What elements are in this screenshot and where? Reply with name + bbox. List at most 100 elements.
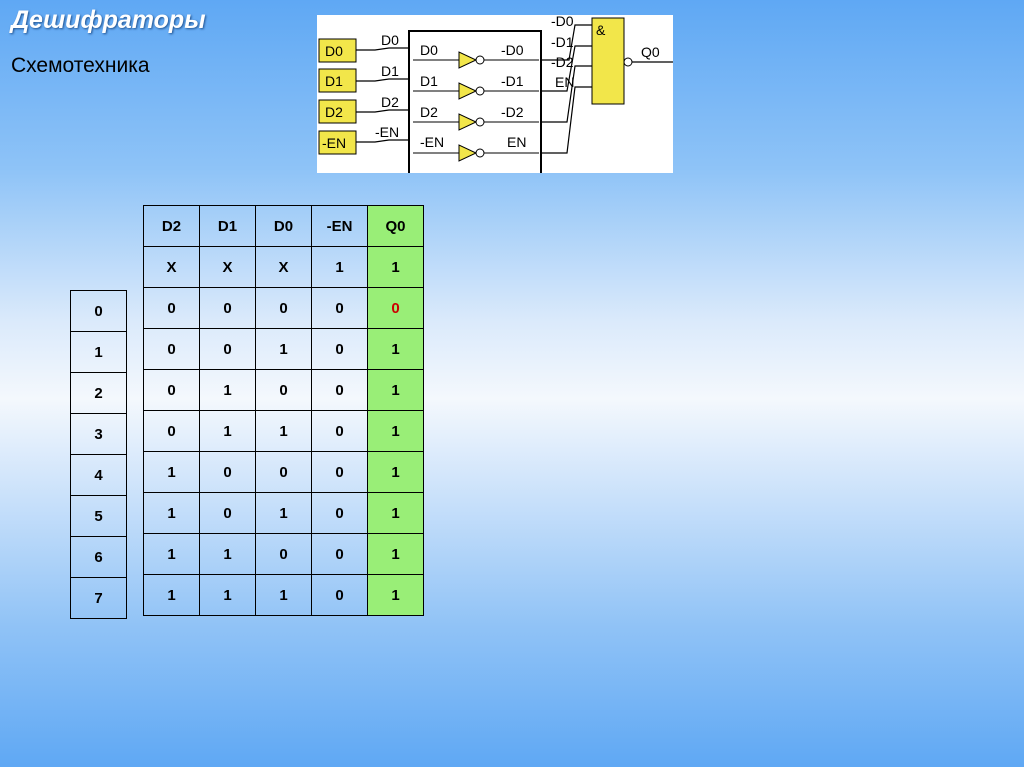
- index-cell: 3: [70, 413, 127, 455]
- cell: 1: [255, 328, 312, 370]
- wire-label: D0: [381, 32, 399, 48]
- cell: 0: [255, 369, 312, 411]
- index-cell: 4: [70, 454, 127, 496]
- cell: 1: [143, 492, 200, 534]
- cell: 0: [199, 451, 256, 493]
- cell-q0: 1: [367, 369, 424, 411]
- input-label: D2: [325, 104, 343, 120]
- cell: 1: [199, 369, 256, 411]
- cell: 0: [311, 533, 368, 575]
- table-header-row: D2 D1 D0 -EN Q0: [143, 205, 424, 247]
- inverter-icon: [458, 144, 478, 162]
- cell: 1: [311, 246, 368, 288]
- table-row: 1 0 1 0 1: [143, 492, 424, 534]
- and-gate: [591, 17, 625, 105]
- cell: 1: [255, 492, 312, 534]
- decoder-circuit-diagram: D0 D1 D2 -EN D0 D1 D2 -EN D0 D1 D2 -EN -…: [317, 13, 673, 173]
- wire-label: D2: [381, 94, 399, 110]
- cell: 0: [311, 410, 368, 452]
- inverter-icon: [458, 51, 478, 69]
- wire-label: D1: [381, 63, 399, 79]
- cell: 0: [311, 328, 368, 370]
- header-q0: Q0: [367, 205, 424, 247]
- header-d1: D1: [199, 205, 256, 247]
- cell: 0: [255, 451, 312, 493]
- cell: 0: [255, 533, 312, 575]
- cell-q0: 1: [367, 574, 424, 616]
- truth-table: D2 D1 D0 -EN Q0 X X X 1 1 0 0 0 0 0 0 0 …: [143, 205, 424, 616]
- input-label: -EN: [322, 135, 346, 151]
- table-row: 0 0 0 0 0: [143, 287, 424, 329]
- cell: 0: [143, 369, 200, 411]
- cell: 0: [143, 287, 200, 329]
- gate-input-label: -D1: [551, 34, 574, 50]
- block-input-label: -EN: [420, 134, 444, 150]
- index-column-table: 0 1 2 3 4 5 6 7: [70, 290, 127, 619]
- block-output-label: -D1: [501, 73, 524, 89]
- wire-label: -EN: [375, 124, 399, 140]
- cell: 1: [255, 410, 312, 452]
- cell: 1: [199, 574, 256, 616]
- cell: 0: [311, 369, 368, 411]
- index-cell: 0: [70, 290, 127, 332]
- cell: 0: [199, 287, 256, 329]
- cell-q0: 1: [367, 451, 424, 493]
- header-d2: D2: [143, 205, 200, 247]
- cell: X: [255, 246, 312, 288]
- cell: 1: [143, 574, 200, 616]
- cell: X: [143, 246, 200, 288]
- cell: 0: [255, 287, 312, 329]
- block-input-label: D1: [420, 73, 438, 89]
- cell: 0: [143, 328, 200, 370]
- table-row: 1 0 0 0 1: [143, 451, 424, 493]
- table-row: 0 1 0 0 1: [143, 369, 424, 411]
- block-output-label: -D2: [501, 104, 524, 120]
- table-row: 0 0 1 0 1: [143, 328, 424, 370]
- cell: 0: [311, 287, 368, 329]
- cell: 1: [143, 451, 200, 493]
- table-row: 0 1 1 0 1: [143, 410, 424, 452]
- gate-input-label: -D0: [551, 15, 574, 29]
- circuit-svg: D0 D1 D2 -EN D0 D1 D2 -EN D0 D1 D2 -EN -…: [318, 13, 673, 173]
- cell: 0: [311, 492, 368, 534]
- inverter-icon: [458, 113, 478, 131]
- gate-input-label: -D2: [551, 54, 574, 70]
- cell-q0: 1: [367, 410, 424, 452]
- cell-q0: 1: [367, 492, 424, 534]
- inverter-icon: [458, 82, 478, 100]
- cell-q0: 1: [367, 533, 424, 575]
- table-row: X X X 1 1: [143, 246, 424, 288]
- cell-q0: 1: [367, 328, 424, 370]
- block-output-label: -D0: [501, 42, 524, 58]
- table-row: 1 1 1 0 1: [143, 574, 424, 616]
- cell: 1: [255, 574, 312, 616]
- cell: 0: [311, 574, 368, 616]
- index-cell: 6: [70, 536, 127, 578]
- block-input-label: D0: [420, 42, 438, 58]
- cell: 0: [311, 451, 368, 493]
- cell: 1: [199, 410, 256, 452]
- cell: X: [199, 246, 256, 288]
- cell: 0: [143, 410, 200, 452]
- cell-q0-highlight: 0: [367, 287, 424, 329]
- input-label: D0: [325, 43, 343, 59]
- index-cell: 2: [70, 372, 127, 414]
- index-cell: 1: [70, 331, 127, 373]
- index-cell: 7: [70, 577, 127, 619]
- header-d0: D0: [255, 205, 312, 247]
- slide-subtitle: Схемотехника: [11, 54, 150, 77]
- cell: 1: [199, 533, 256, 575]
- index-cell: 5: [70, 495, 127, 537]
- input-label: D1: [325, 73, 343, 89]
- block-input-label: D2: [420, 104, 438, 120]
- cell-q0: 1: [367, 246, 424, 288]
- cell: 1: [143, 533, 200, 575]
- gate-input-label: EN: [555, 74, 574, 90]
- block-output-label: EN: [507, 134, 526, 150]
- output-label: Q0: [641, 44, 660, 60]
- table-row: 1 1 0 0 1: [143, 533, 424, 575]
- and-gate-symbol: &: [596, 22, 606, 38]
- cell: 0: [199, 492, 256, 534]
- cell: 0: [199, 328, 256, 370]
- header-en: -EN: [311, 205, 368, 247]
